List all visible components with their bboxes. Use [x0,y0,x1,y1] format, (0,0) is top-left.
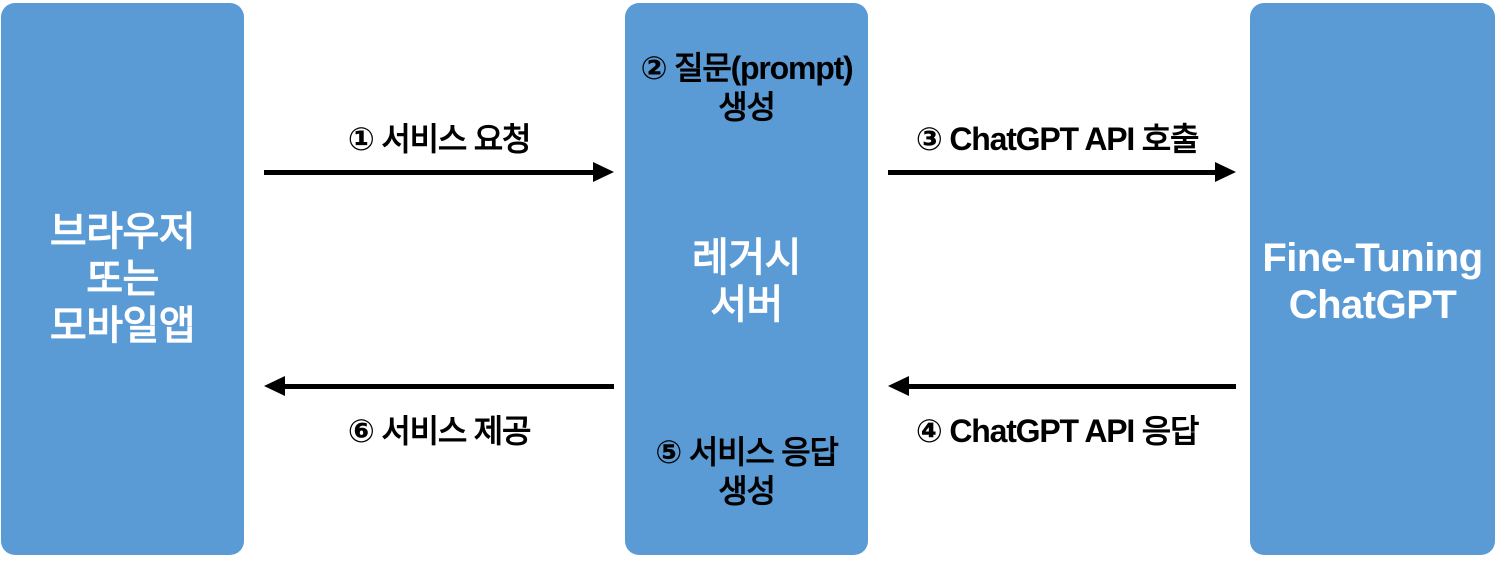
arrow-label-chatgpt-api-response: ④ ChatGPT API 응답 [915,413,1200,449]
node-browser-label: 브라우저 또는 모바일앱 [49,210,196,349]
arrow-head-right-icon [593,162,614,182]
node-browser[interactable]: 브라우저 또는 모바일앱 [1,3,244,555]
arrow-head-right-icon [1215,162,1236,182]
arrow-head-left-icon [888,376,909,396]
arrow-shaft [906,384,1236,389]
node-legacy-server-label: 레거시 서버 [692,236,801,328]
step-5-service-response-label: ⑤ 서비스 응답 생성 [655,434,839,510]
node-finetuning-chatgpt-label: Fine-Tuning ChatGPT [1262,236,1483,328]
step-2-prompt-generation-label: ② 질문(prompt) 생성 [640,50,854,126]
arrow-chatgpt-api-call [888,162,1236,182]
arrow-label-chatgpt-api-call: ③ ChatGPT API 호출 [915,121,1200,157]
arrow-shaft [264,170,596,175]
arrow-service-provide [264,376,614,396]
node-legacy-server[interactable]: ② 질문(prompt) 생성 레거시 서버 ⑤ 서비스 응답 생성 [625,3,868,555]
node-finetuning-chatgpt[interactable]: Fine-Tuning ChatGPT [1250,3,1495,555]
arrow-chatgpt-api-response [888,376,1236,396]
arrow-label-service-provide: ⑥ 서비스 제공 [347,413,532,449]
arrow-head-left-icon [264,376,285,396]
arrow-service-request [264,162,614,182]
arrow-shaft [282,384,614,389]
arrow-shaft [888,170,1218,175]
arrow-label-service-request: ① 서비스 요청 [347,121,532,157]
